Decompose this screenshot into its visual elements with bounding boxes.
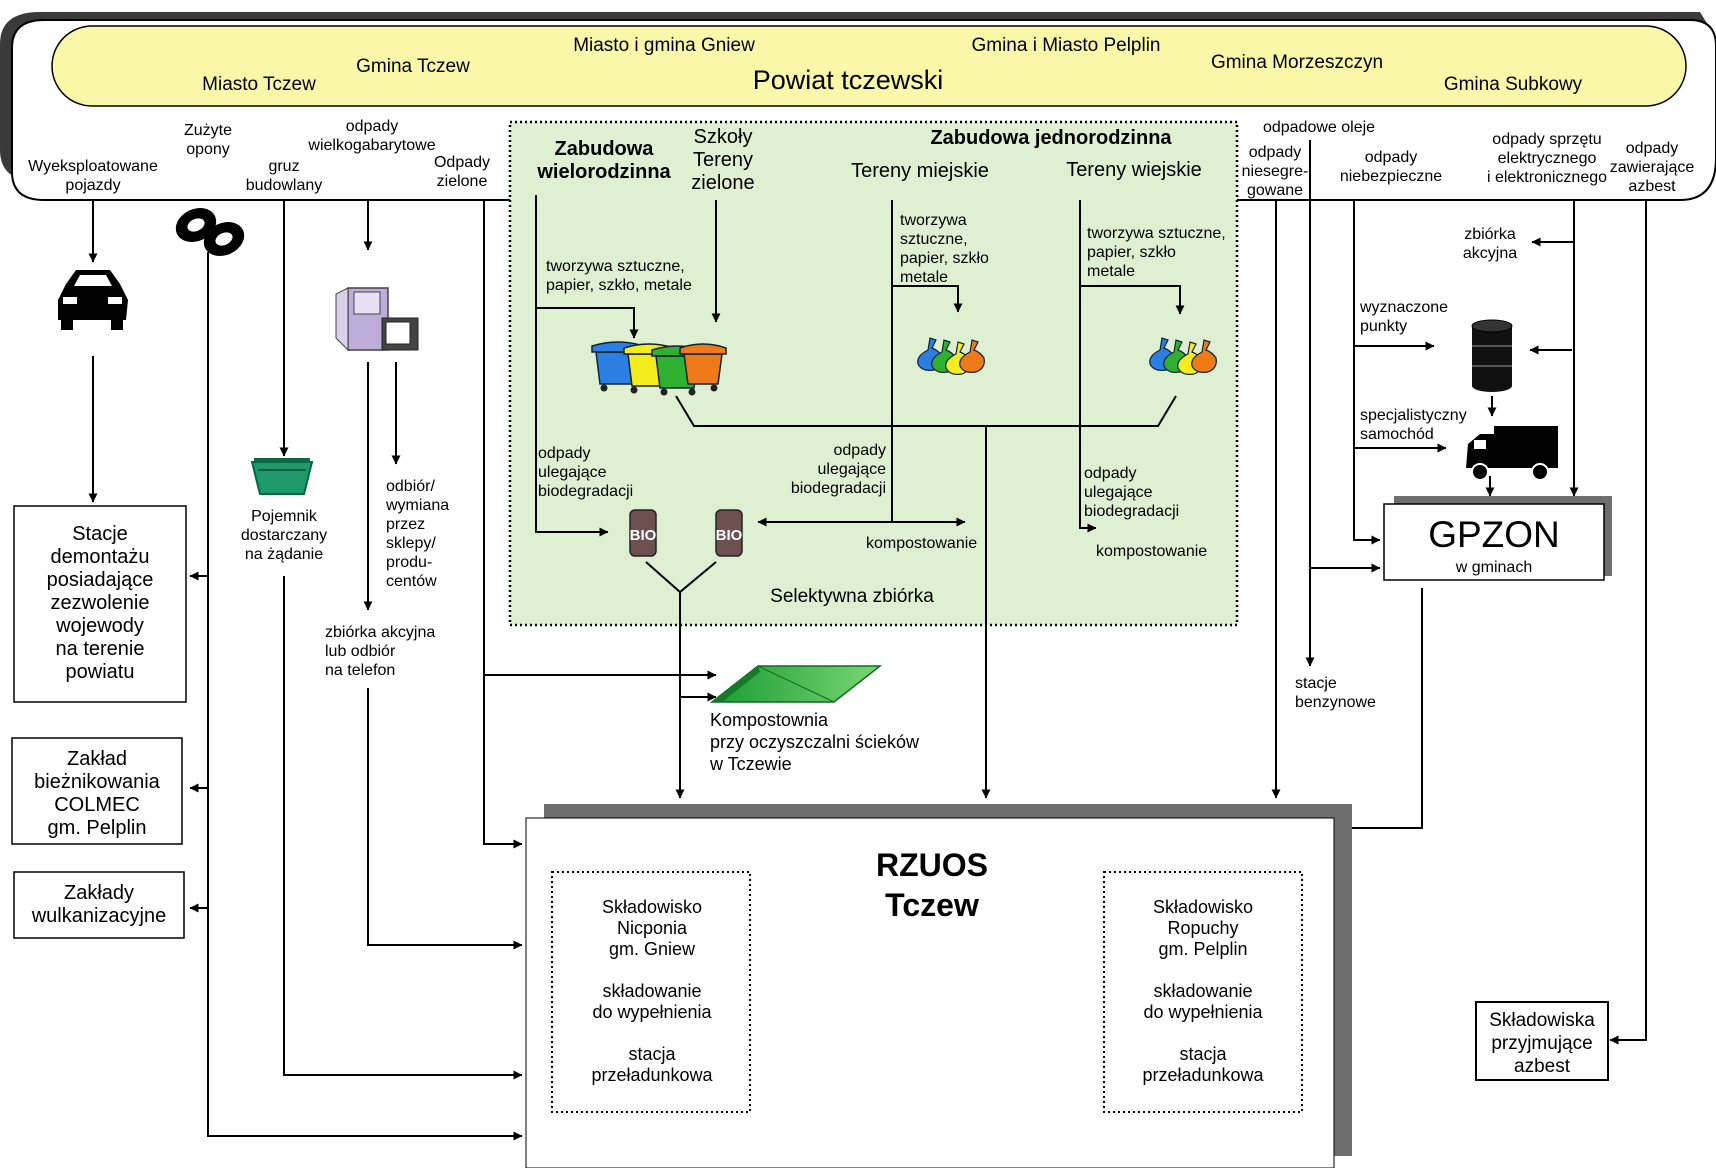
label-rural-areas: Tereny wiejskie [1066, 159, 1202, 181]
label-composting-urban: kompostowanie [866, 535, 977, 552]
recycling-bins-icon [591, 341, 727, 396]
gpzon-subtitle: w gminach [1455, 559, 1532, 576]
label-waste-oils: odpadowe oleje [1263, 119, 1375, 136]
truck-icon [1466, 426, 1558, 481]
car-icon [58, 270, 128, 330]
municipality-label: Gmina Subkowy [1444, 74, 1583, 95]
selective-collection-label: Selektywna zbiórka [770, 586, 934, 607]
municipality-label: Gmina Tczew [356, 56, 470, 77]
municipalities-banner [51, 25, 1687, 107]
skip-container-icon [250, 458, 314, 495]
county-header: Powiat tczewski Miasto Tczew Gmina Tczew… [0, 12, 1716, 201]
municipality-label: Miasto Tczew [202, 74, 316, 95]
compost-heap-icon [709, 665, 883, 703]
gpzon-title: GPZON [1428, 514, 1560, 555]
county-title: Powiat tczewski [753, 65, 944, 95]
bio-bin-icon: BIO [629, 509, 657, 557]
barrel-icon [1471, 319, 1513, 392]
svg-text:BIO: BIO [716, 527, 743, 544]
municipality-label: Gmina i Miasto Pelplin [971, 35, 1160, 56]
recycling-bags-icon [917, 337, 985, 375]
label-urban-areas: Tereny miejskie [851, 160, 989, 182]
recycling-bags-icon [1149, 337, 1217, 375]
municipality-label: Miasto i gmina Gniew [573, 35, 755, 56]
municipality-label: Gmina Morzeszczyn [1211, 52, 1383, 73]
bio-bin-icon: BIO [715, 509, 743, 557]
label-composting-rural: kompostowanie [1096, 543, 1207, 560]
label-recyclables-multi: tworzywa sztuczne,papier, szkło, metale [546, 258, 692, 294]
label-single-family-housing: Zabudowa jednorodzinna [930, 127, 1172, 149]
gpzon-box: GPZON w gminach [1383, 496, 1612, 581]
landfill-nicponia-box [551, 871, 751, 1113]
appliances-icon [335, 287, 419, 352]
tyres-icon [175, 207, 245, 257]
connectors [88, 140, 1647, 1141]
landfill-ropuchy-box [1103, 871, 1303, 1113]
svg-text:BIO: BIO [630, 527, 657, 544]
